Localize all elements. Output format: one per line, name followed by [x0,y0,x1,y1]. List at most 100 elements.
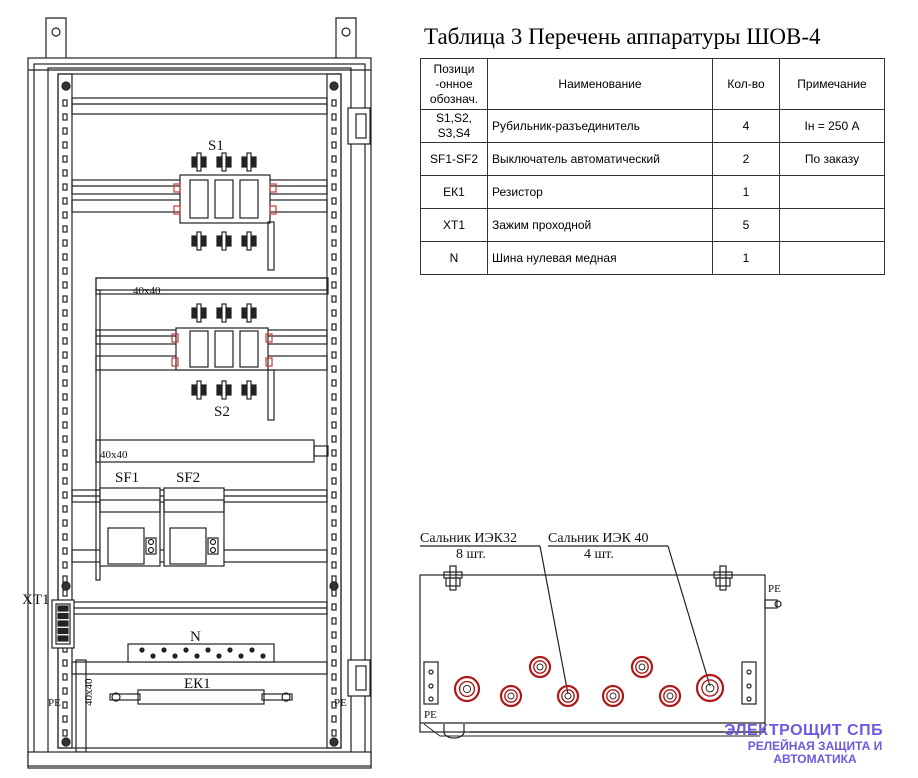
n-hole [139,647,145,653]
terminal-stud [221,303,227,323]
post-hole [62,155,68,163]
gland-outer [528,655,552,679]
top-rail [71,97,328,115]
post-hole [331,141,337,149]
post-hole [331,323,337,331]
post-hole [62,281,68,289]
gland-outer [453,675,481,703]
cell-note: Iн = 250 А [779,109,885,143]
post-hole [331,351,337,359]
table-row: ХТ1 Зажим проходной 5 [420,208,885,242]
label-s2: S2 [214,404,230,420]
post-hole [331,127,337,135]
cell-note: По заказу [779,142,885,176]
xt1-terminal [57,612,69,620]
post-hole [331,211,337,219]
post-hole [331,267,337,275]
post-hole [331,589,337,597]
label-gland1-name: Сальник ИЭК32 [420,531,517,546]
post-hole [331,477,337,485]
label-bar2: 40x40 [100,449,128,461]
table-row: ЕК1 Резистор 1 [420,175,885,209]
gland-ring [606,689,620,703]
post-hole [62,253,68,261]
gland-core [609,692,617,700]
label-gland2-qty: 4 шт. [584,547,614,562]
label-pe-right: PE [334,697,347,709]
gland-ring [561,689,575,703]
n-hole [216,653,222,659]
post-hole [62,127,68,135]
header-note: Примечание [779,58,885,110]
s1-switch [173,174,277,271]
post-hole [331,309,337,317]
s2-terminals [191,303,257,400]
n-hole [150,653,156,659]
post-hole [331,225,337,233]
post-hole [331,99,337,107]
terminal-stud [221,152,227,172]
post-hole [331,253,337,261]
post-hole [331,603,337,611]
post-hole [331,449,337,457]
post-hole [62,183,68,191]
post-hole [62,239,68,247]
label-gland2-name: Сальник ИЭК 40 [548,531,649,546]
gland-core [462,684,472,694]
post-hole [62,267,68,275]
gland-core [507,692,515,700]
post-hole [331,575,337,583]
post-hole [62,547,68,555]
label-sf2: SF2 [176,470,200,486]
post-hole [331,659,337,667]
post-hole [331,197,337,205]
post-hole [62,309,68,317]
cell-qty: 2 [712,142,780,176]
post-hole [331,533,337,541]
post-hole [331,715,337,723]
post-hole [62,561,68,569]
terminal-stud [196,152,202,172]
gland-ring [533,660,547,674]
post-hole [62,673,68,681]
n-hole [238,653,244,659]
post-hole [62,729,68,737]
n-hole [249,647,255,653]
post-hole [62,687,68,695]
post-hole [62,295,68,303]
terminal-stud [246,231,252,251]
lifting-eye-left [45,17,67,58]
post-hole [331,547,337,555]
n-hole [260,653,266,659]
n-hole [194,653,200,659]
post-hole [331,393,337,401]
post-hole [331,617,337,625]
post-hole [62,337,68,345]
cabinet-base [27,751,372,767]
post-hole [331,673,337,681]
post-hole [62,99,68,107]
lifting-eye-right [335,17,357,58]
table-header-row: Позици -онное обознач. Наименование Кол-… [420,58,885,110]
post-hole [62,435,68,443]
table-row: SF1-SF2 Выключатель автоматический 2 По … [420,142,885,176]
gland-ring [635,660,649,674]
post-hole [331,701,337,709]
post-hole [62,659,68,667]
xt1-terminal [57,620,69,627]
watermark-title: ЭЛЕКТРОЩИТ СПБ [724,722,884,739]
busbar-1 [95,277,329,295]
xt1-terminals [57,605,69,642]
gland-outer [658,684,682,708]
post-hole [62,141,68,149]
label-n: N [190,629,201,645]
n-hole [227,647,233,653]
post-hole [331,365,337,373]
sf1-breaker [99,487,161,567]
gland-core [536,663,544,671]
s2-switch [171,327,275,421]
cell-pos: S1,S2, S3,S4 [420,109,488,143]
bottom-plate [419,574,766,739]
gland-core [666,692,674,700]
post-hole [62,379,68,387]
